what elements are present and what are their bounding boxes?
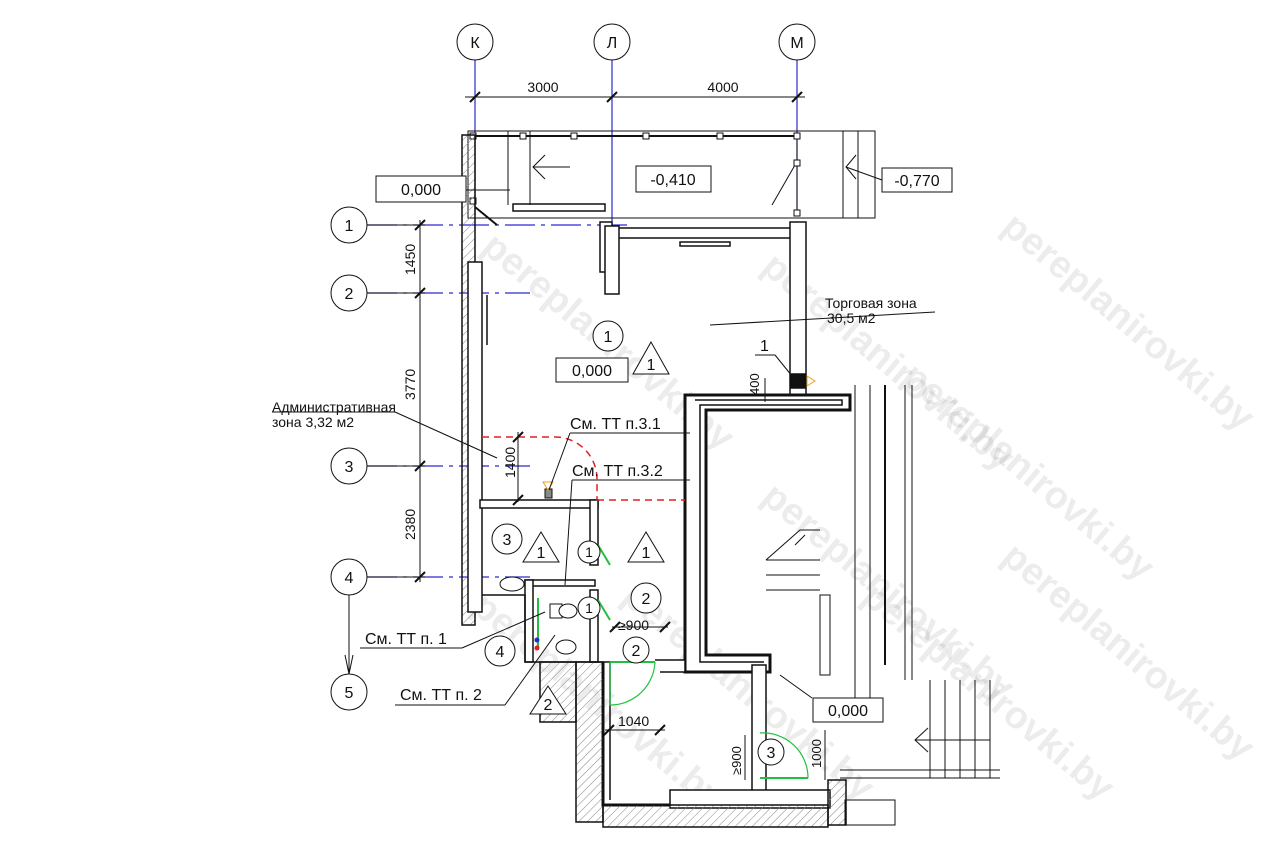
svg-text:См. ТТ п.3.2: См. ТТ п.3.2 xyxy=(572,463,663,480)
svg-text:30,5 м2: 30,5 м2 xyxy=(827,310,876,326)
change-marker-sales: 1 xyxy=(632,340,670,375)
level-sales-floor: 0,000 xyxy=(555,357,629,383)
svg-text:М: М xyxy=(790,35,803,52)
change-marker-wc: 1 xyxy=(522,531,560,563)
axis-m: М xyxy=(778,23,816,61)
note-tt-3-2: См. ТТ п.3.2 xyxy=(564,463,690,586)
small-dimension-lines xyxy=(512,378,826,780)
door-marker-3: 3 xyxy=(757,738,785,766)
svg-text:1: 1 xyxy=(604,329,613,346)
room-number-corridor: 2 xyxy=(630,582,662,614)
svg-text:зона 3,32 м2: зона 3,32 м2 xyxy=(272,414,354,430)
svg-text:0,000: 0,000 xyxy=(828,703,868,720)
change-marker-bath: 2 xyxy=(529,685,567,715)
svg-text:5: 5 xyxy=(345,685,354,702)
room-number-bath: 4 xyxy=(484,635,516,667)
door-marker-2: 2 xyxy=(622,636,650,664)
door-marker-1b: 1 xyxy=(577,596,601,620)
top-dimension-line xyxy=(465,91,805,103)
svg-text:К: К xyxy=(470,35,480,52)
svg-text:0,000: 0,000 xyxy=(572,363,612,380)
axis-3: 3 xyxy=(330,447,368,485)
svg-text:pereplanirovki.by: pereplanirovki.by xyxy=(994,205,1262,439)
demolished-partition xyxy=(482,436,685,501)
svg-text:См. ТТ п. 2: См. ТТ п. 2 xyxy=(400,687,482,704)
dim-corridor: 1040 xyxy=(618,713,649,729)
level-porch: -0,410 xyxy=(635,165,712,193)
row-dimension-line xyxy=(344,219,426,675)
dim-row-2-3: 3770 xyxy=(402,369,418,400)
note-tt-1: См. ТТ п. 1 xyxy=(360,611,546,649)
svg-text:-0,770: -0,770 xyxy=(894,173,939,190)
svg-text:1: 1 xyxy=(585,544,593,560)
axis-2: 2 xyxy=(330,274,368,312)
door-marker-1a: 1 xyxy=(577,540,601,564)
svg-text:Административная: Административная xyxy=(272,399,396,415)
dim-door-min: ≥900 xyxy=(618,617,649,633)
note-tt-3-1: См. ТТ п.3.1 xyxy=(548,416,690,491)
level-entrance-left: 0,000 xyxy=(375,175,510,203)
sanitary-fixtures xyxy=(499,375,816,655)
svg-text:-0,410: -0,410 xyxy=(650,172,695,189)
stairs xyxy=(765,385,1000,826)
room-number-sales: 1 xyxy=(592,320,624,352)
walls xyxy=(461,134,852,828)
svg-text:3: 3 xyxy=(503,532,512,549)
room-admin-label: Административная зона 3,32 м2 xyxy=(272,399,498,459)
svg-text:3: 3 xyxy=(345,459,354,476)
dim-row-3-4: 2380 xyxy=(402,509,418,540)
svg-text:Торговая зона: Торговая зона xyxy=(825,295,917,311)
note-marker-1: 1 xyxy=(755,338,793,377)
dim-row-1-2: 1450 xyxy=(402,244,418,275)
change-marker-corridor: 1 xyxy=(627,531,665,563)
svg-text:4: 4 xyxy=(496,644,505,661)
svg-text:0,000: 0,000 xyxy=(401,182,441,199)
porch-canopy xyxy=(467,130,883,226)
room-sales-label: Торговая зона 30,5 м2 xyxy=(709,295,936,326)
level-stair-landing: 0,000 xyxy=(812,697,884,723)
level-stairs-right: -0,770 xyxy=(881,167,953,193)
dim-k-l: 3000 xyxy=(527,79,558,95)
svg-text:См. ТТ п.3.1: См. ТТ п.3.1 xyxy=(570,416,661,433)
svg-text:2: 2 xyxy=(642,591,651,608)
note-tt-2: См. ТТ п. 2 xyxy=(395,634,556,706)
svg-text:1: 1 xyxy=(647,357,656,374)
room-number-wc: 3 xyxy=(491,523,523,555)
svg-text:1: 1 xyxy=(537,545,546,562)
svg-text:3: 3 xyxy=(767,745,776,762)
dim-door-width: 1000 xyxy=(809,739,824,768)
svg-text:2: 2 xyxy=(345,286,354,303)
dim-opening: 400 xyxy=(747,373,762,395)
dim-l-m: 4000 xyxy=(707,79,738,95)
svg-text:1: 1 xyxy=(760,338,769,355)
axis-5: 5 xyxy=(330,673,368,711)
axis-k: К xyxy=(456,23,494,61)
axis-4: 4 xyxy=(330,558,368,596)
svg-text:1: 1 xyxy=(642,545,651,562)
svg-text:2: 2 xyxy=(544,697,553,714)
svg-text:4: 4 xyxy=(345,570,354,587)
dim-niche: 1400 xyxy=(502,447,518,478)
svg-text:См. ТТ п. 1: См. ТТ п. 1 xyxy=(365,631,447,648)
svg-text:1: 1 xyxy=(345,218,354,235)
svg-text:2: 2 xyxy=(632,643,641,660)
svg-text:Л: Л xyxy=(607,35,618,52)
svg-text:1: 1 xyxy=(585,600,593,616)
axis-l: Л xyxy=(593,23,631,61)
axis-1: 1 xyxy=(330,206,368,244)
column-axes xyxy=(474,60,798,222)
dim-door-min-2: ≥900 xyxy=(729,746,744,775)
